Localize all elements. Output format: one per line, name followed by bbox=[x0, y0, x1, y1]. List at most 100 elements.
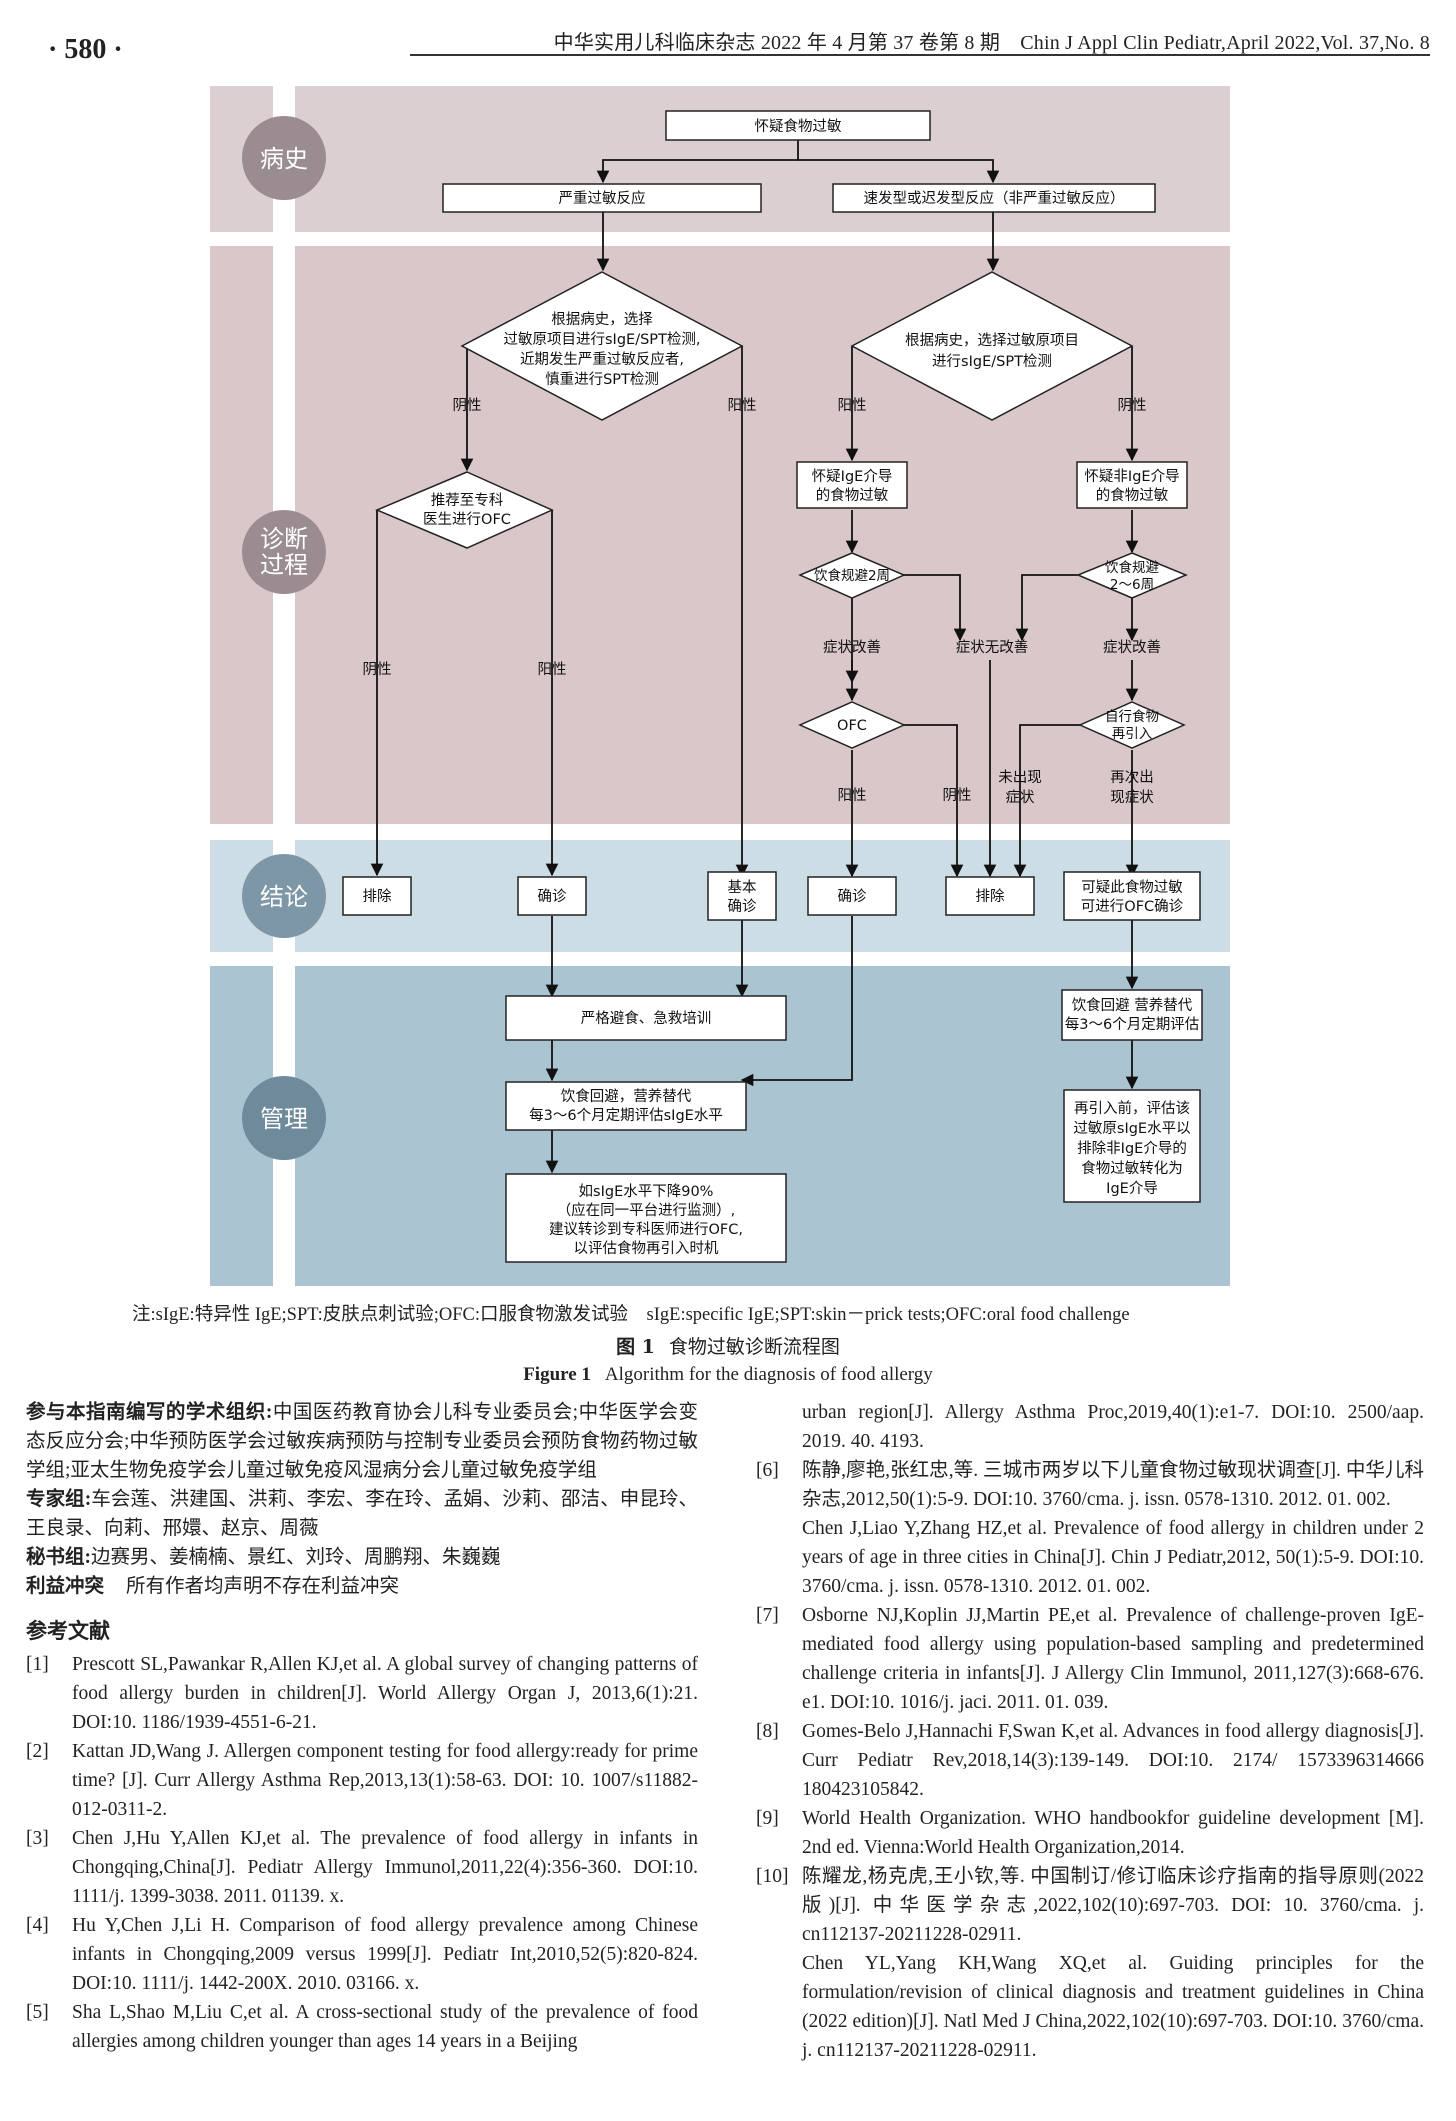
reference-number: [1] bbox=[26, 1654, 49, 1675]
reference-item: [2] Kattan JD,Wang J. Allergen component … bbox=[26, 1737, 698, 1824]
label-re-symptom-2: 现症状 bbox=[1110, 789, 1154, 806]
node-suspected: 怀疑食物过敏 bbox=[755, 118, 842, 135]
experts-paragraph: 专家组:车会莲、洪建国、洪莉、李宏、李在玲、孟娟、沙莉、邵洁、申昆玲、王良录、向… bbox=[26, 1485, 698, 1543]
reference-text: Gomes-Belo J,Hannachi F,Swan K,et al. Ad… bbox=[802, 1721, 1424, 1800]
node-test-left-2: 过敏原项目进行sIgE/SPT检测, bbox=[504, 331, 701, 348]
label-pos-b: 阳性 bbox=[838, 397, 867, 414]
node-diet-eval-1: 饮食回避 营养替代 bbox=[1072, 997, 1193, 1014]
reference-5-continued: urban region[J]. Allergy Asthma Proc,201… bbox=[802, 1402, 1424, 1452]
node-sige-drop-1: 如sIgE水平下降90% bbox=[579, 1183, 714, 1200]
reference-number: [5] bbox=[26, 2002, 49, 2023]
node-suspect-ige-1: 怀疑IgE介导 bbox=[812, 468, 893, 485]
node-avoid-2-6w-2: 2～6周 bbox=[1110, 577, 1154, 593]
figure-note: 注:sIgE:特异性 IgE;SPT:皮肤点刺试验;OFC:口服食物激发试验 s… bbox=[132, 1305, 1130, 1325]
experts-text: 车会莲、洪建国、洪莉、李宏、李在玲、孟娟、沙莉、邵洁、申昆玲、王良录、向莉、邢嬛… bbox=[26, 1489, 698, 1539]
stage-management: 管理 bbox=[242, 1076, 326, 1160]
reference-text: 陈耀龙,杨克虎,王小钦,等. 中国制订/修订临床诊疗指南的指导原则(2022 版… bbox=[802, 1866, 1424, 1945]
org-label: 参与本指南编写的学术组织: bbox=[26, 1402, 273, 1423]
node-diet-sige-2: 每3～6个月定期评估sIgE水平 bbox=[529, 1107, 723, 1124]
reference-item: [6]陈静,廖艳,张红忠,等. 三城市两岁以下儿童食物过敏现状调查[J]. 中华… bbox=[756, 1456, 1424, 1514]
reference-number: [2] bbox=[26, 1741, 49, 1762]
label-neg-b: 阴性 bbox=[1118, 397, 1147, 414]
node-test-left-3: 近期发生严重过敏反应者, bbox=[520, 350, 684, 368]
label-no-symptom-1: 未出现 bbox=[998, 769, 1042, 786]
node-sige-drop-3: 建议转诊到专科医师进行OFC, bbox=[549, 1221, 743, 1238]
conflict-label: 利益冲突 bbox=[26, 1576, 105, 1597]
edge-labels: 阴性 阳性 阳性 阴性 阴性 阳性 症状改善 症状无改善 症状改善 阳性 阴性 … bbox=[363, 397, 1162, 806]
reference-text: Hu Y,Chen J,Li H. Comparison of food all… bbox=[72, 1915, 698, 1994]
figure-caption-en: Figure 1 Algorithm for the diagnosis of f… bbox=[0, 1364, 1456, 1386]
node-test-left-1: 根据病史，选择 bbox=[551, 311, 653, 328]
node-sige-drop-2: （应在同一平台进行监测）, bbox=[557, 1201, 736, 1219]
secretary-text: 边赛男、姜楠楠、景红、刘玲、周鹏翔、朱巍巍 bbox=[91, 1547, 501, 1568]
experts-label: 专家组: bbox=[26, 1489, 92, 1510]
node-reintro-2: 再引入 bbox=[1112, 726, 1153, 742]
secretary-label: 秘书组: bbox=[26, 1547, 91, 1568]
nodes: 怀疑食物过敏 严重过敏反应 速发型或迟发型反应（非严重过敏反应） 根据病史，选择… bbox=[342, 110, 1203, 1263]
org-text: 中国医药教育协会儿科专业委员会;中华医学会变态反应分会;中华预防医学会过敏疾病预… bbox=[26, 1402, 699, 1481]
reference-text: World Health Organization. WHO handbookf… bbox=[802, 1808, 1424, 1858]
node-ofc: OFC bbox=[837, 718, 867, 734]
reference-text: Sha L,Shao M,Liu C,et al. A cross-sectio… bbox=[72, 2002, 698, 2052]
reference-translation: Chen YL,Yang KH,Wang XQ,et al. Guiding p… bbox=[802, 1953, 1424, 2061]
reference-text: Prescott SL,Pawankar R,Allen KJ,et al. A… bbox=[72, 1654, 698, 1733]
node-avoid-2-6w-1: 饮食规避 bbox=[1105, 559, 1159, 576]
figure-label-en: Figure 1 bbox=[523, 1364, 591, 1385]
label-no-symptom-2: 症状 bbox=[1006, 789, 1035, 806]
secretary-paragraph: 秘书组:边赛男、姜楠楠、景红、刘玲、周鹏翔、朱巍巍 bbox=[26, 1543, 698, 1572]
node-diet-eval-2: 每3～6个月定期评估 bbox=[1065, 1016, 1199, 1033]
node-suspect-nonige-2: 的食物过敏 bbox=[1096, 487, 1169, 504]
reference-text: Chen J,Hu Y,Allen KJ,et al. The prevalen… bbox=[72, 1828, 698, 1907]
node-avoid-2w: 饮食规避2周 bbox=[814, 567, 890, 584]
node-reintro-1: 自行食物 bbox=[1105, 708, 1159, 725]
references-list-left: [1] Prescott SL,Pawankar R,Allen KJ,et al… bbox=[26, 1650, 698, 2056]
org-paragraph: 参与本指南编写的学术组织:中国医药教育协会儿科专业委员会;中华医学会变态反应分会… bbox=[26, 1398, 698, 1485]
node-confirm-2: 确诊 bbox=[838, 888, 867, 905]
label-neg-c: 阴性 bbox=[363, 661, 392, 678]
node-strict: 严格避食、急救培训 bbox=[581, 1010, 712, 1027]
journal-info: 中华实用儿科临床杂志 2022 年 4 月第 37 卷第 8 期 Chin J … bbox=[553, 32, 1430, 54]
left-column: 参与本指南编写的学术组织:中国医药教育协会儿科专业委员会;中华医学会变态反应分会… bbox=[26, 1398, 698, 2056]
node-refer-ofc-1: 推荐至专科 bbox=[431, 492, 504, 509]
node-reintro-eval-4: 食物过敏转化为 bbox=[1081, 1160, 1183, 1177]
reference-number: [9] bbox=[756, 1808, 779, 1829]
node-reintro-eval-5: IgE介导 bbox=[1106, 1180, 1158, 1197]
label-pos-d: 阳性 bbox=[838, 787, 867, 804]
label-neg-a: 阴性 bbox=[453, 397, 482, 414]
node-possible-2: 可进行OFC确诊 bbox=[1081, 898, 1184, 915]
figure-title-en: Algorithm for the diagnosis of food alle… bbox=[604, 1364, 933, 1385]
reference-item: [1] Prescott SL,Pawankar R,Allen KJ,et al… bbox=[26, 1650, 698, 1737]
running-header: · 580 · 中华实用儿科临床杂志 2022 年 4 月第 37 卷第 8 期… bbox=[30, 22, 1430, 65]
page-number: · 580 · bbox=[48, 34, 123, 65]
stage-diagnosis-label-2: 过程 bbox=[260, 551, 308, 579]
figure-title-cn: 食物过敏诊断流程图 bbox=[668, 1336, 840, 1358]
node-exclude-1: 排除 bbox=[363, 888, 392, 905]
node-test-left-4: 慎重进行SPT检测 bbox=[545, 371, 659, 388]
reference-text: Kattan JD,Wang J. Allergen component tes… bbox=[72, 1741, 698, 1820]
conflict-text: 所有作者均声明不存在利益冲突 bbox=[126, 1576, 400, 1597]
reference-text: Osborne NJ,Koplin JJ,Martin PE,et al. Pr… bbox=[802, 1605, 1424, 1713]
reference-item: [4]Hu Y,Chen J,Li H. Comparison of food … bbox=[26, 1911, 698, 1998]
stage-diagnosis: 诊断 过程 bbox=[242, 510, 326, 594]
reference-number: [3] bbox=[26, 1828, 49, 1849]
node-refer-ofc-2: 医生进行OFC bbox=[423, 511, 511, 528]
label-pos-a: 阳性 bbox=[728, 397, 757, 414]
food-allergy-flowchart: 病史 诊断 过程 结论 管理 bbox=[210, 86, 1230, 1286]
node-test-right-2: 进行sIgE/SPT检测 bbox=[932, 353, 1052, 370]
reference-number: [6] bbox=[756, 1460, 779, 1481]
node-severe: 严重过敏反应 bbox=[559, 189, 646, 207]
node-possible-1: 可疑此食物过敏 bbox=[1081, 879, 1183, 896]
node-basic-confirm-2: 确诊 bbox=[728, 898, 757, 915]
reference-item: [5] Sha L,Shao M,Liu C,et al. A cross-sec… bbox=[26, 1998, 698, 2056]
right-column: urban region[J]. Allergy Asthma Proc,201… bbox=[756, 1398, 1424, 2065]
stage-conclusion-label: 结论 bbox=[260, 883, 308, 911]
connectors bbox=[370, 140, 1139, 1174]
node-reintro-eval-1: 再引入前，评估该 bbox=[1074, 1100, 1190, 1117]
label-improve-a: 症状改善 bbox=[823, 639, 881, 656]
reference-number: [8] bbox=[756, 1721, 779, 1742]
node-sige-drop-4: 以评估食物再引入时机 bbox=[574, 1240, 719, 1257]
stage-conclusion: 结论 bbox=[242, 854, 326, 938]
node-exclude-2: 排除 bbox=[976, 888, 1005, 905]
reference-number: [7] bbox=[756, 1605, 779, 1626]
